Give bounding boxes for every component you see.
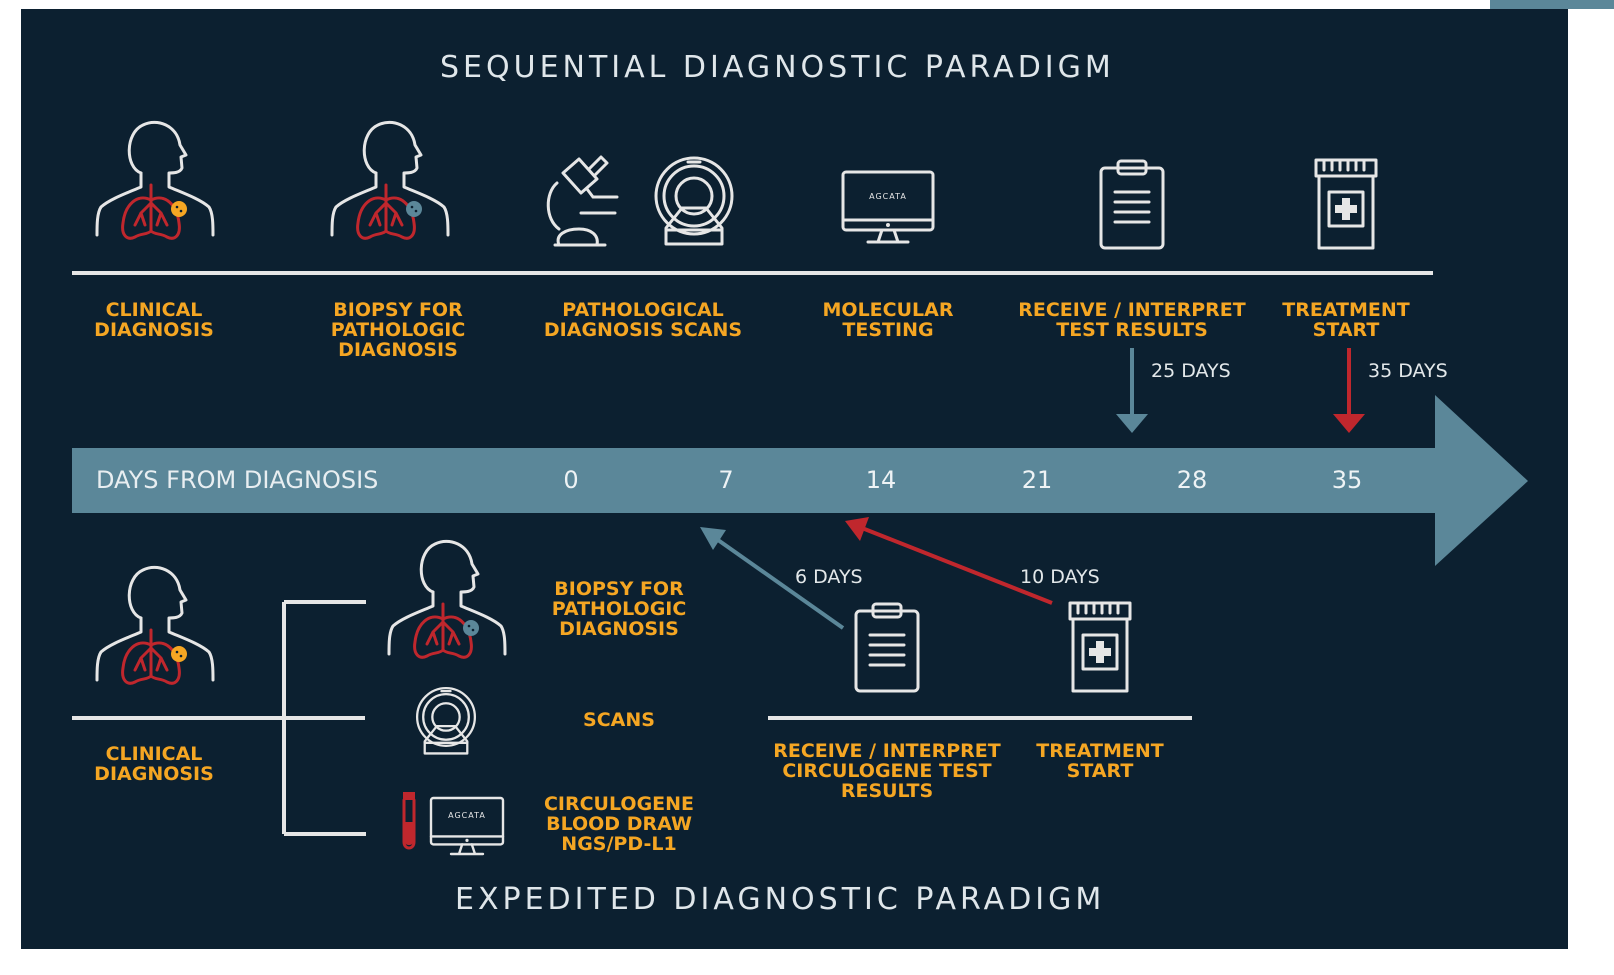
scanner-icon bbox=[415, 686, 477, 755]
marker-label-10-days: 10 DAYS bbox=[1020, 566, 1100, 588]
timeline-tick: 21 bbox=[1021, 466, 1053, 494]
clipboard-icon bbox=[854, 602, 920, 693]
timeline-tick: 35 bbox=[1331, 466, 1363, 494]
timeline-arrow bbox=[72, 395, 1528, 566]
person-lungs-biopsy-icon bbox=[330, 120, 450, 240]
expedited-bracket bbox=[72, 600, 366, 836]
marker-arrow-6-days bbox=[700, 527, 845, 630]
monitor-brand-text: AGCATA bbox=[448, 811, 486, 820]
marker-label-6-days: 6 DAYS bbox=[795, 566, 863, 588]
microscope-icon bbox=[546, 155, 619, 247]
marker-arrow-25-days bbox=[1116, 348, 1148, 433]
timeline-label: DAYS FROM DIAGNOSIS bbox=[96, 466, 379, 494]
scanner-icon bbox=[654, 156, 734, 246]
timeline-tick: 7 bbox=[718, 466, 734, 494]
corner-accent bbox=[1490, 0, 1614, 9]
monitor-brand-text: AGCATA bbox=[869, 192, 907, 201]
timeline-tick: 28 bbox=[1176, 466, 1208, 494]
marker-label-25-days: 25 DAYS bbox=[1151, 360, 1231, 382]
clipboard-icon bbox=[1099, 159, 1165, 250]
medicine-bottle-icon bbox=[1314, 158, 1378, 250]
branch-label: SCANS bbox=[583, 709, 655, 731]
timeline-tick: 14 bbox=[865, 466, 897, 494]
marker-arrow-10-days bbox=[845, 517, 1053, 605]
expedited-title: EXPEDITED DIAGNOSTIC PARADIGM bbox=[455, 882, 1106, 917]
sequential-title: SEQUENTIAL DIAGNOSTIC PARADIGM bbox=[440, 50, 1115, 85]
person-lungs-tumor-icon bbox=[95, 565, 215, 685]
timeline-tick: 0 bbox=[563, 466, 579, 494]
person-lungs-biopsy-icon bbox=[387, 539, 507, 659]
blood-tube-icon bbox=[401, 790, 417, 850]
monitor-icon bbox=[429, 796, 505, 856]
marker-label-35-days: 35 DAYS bbox=[1368, 360, 1448, 382]
medicine-bottle-icon bbox=[1068, 601, 1132, 693]
monitor-icon bbox=[841, 170, 935, 244]
marker-arrow-35-days bbox=[1333, 348, 1365, 433]
person-lungs-tumor-icon bbox=[95, 120, 215, 240]
